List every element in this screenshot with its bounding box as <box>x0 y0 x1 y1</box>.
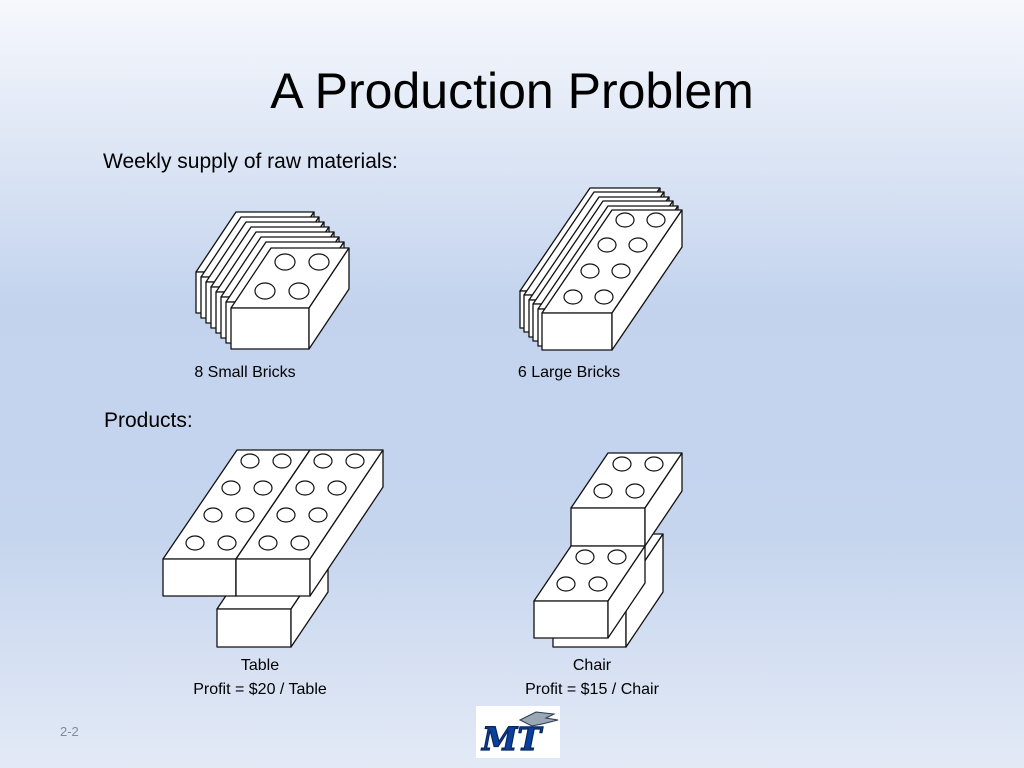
chair-illustration <box>533 452 683 648</box>
chair-name: Chair <box>572 657 612 674</box>
supply-label: Weekly supply of raw materials: <box>103 150 398 173</box>
large-bricks-caption: 6 Large Bricks <box>517 364 621 381</box>
mtsu-logo-wing <box>518 711 559 727</box>
large-bricks-stack <box>519 187 683 351</box>
table-name: Table <box>240 657 280 674</box>
mtsu-logo-mark: MT <box>480 711 559 759</box>
small-bricks-illustration <box>195 211 350 350</box>
products-label: Products: <box>104 409 193 432</box>
chair-back-brick-upper <box>570 452 683 547</box>
table-profit: Profit = $20 / Table <box>193 681 327 698</box>
table-illustration <box>162 449 384 648</box>
large-bricks-illustration <box>519 187 683 351</box>
chair-seat-brick <box>533 545 646 639</box>
mtsu-logo-letters: MT <box>481 720 543 758</box>
slide-title: A Production Problem <box>270 63 754 119</box>
slide-number: 2-2 <box>60 724 79 739</box>
chair-caption: Chair Profit = $15 / Chair <box>492 654 692 702</box>
mtsu-logo: MT <box>476 706 560 759</box>
chair-profit: Profit = $15 / Chair <box>525 681 659 698</box>
small-bricks-stack <box>195 211 350 350</box>
small-brick-8 <box>230 247 350 350</box>
small-bricks-caption: 8 Small Bricks <box>194 364 296 381</box>
table-top-brick-right <box>235 449 384 597</box>
large-brick-6 <box>541 209 683 351</box>
table-caption: Table Profit = $20 / Table <box>160 654 360 702</box>
